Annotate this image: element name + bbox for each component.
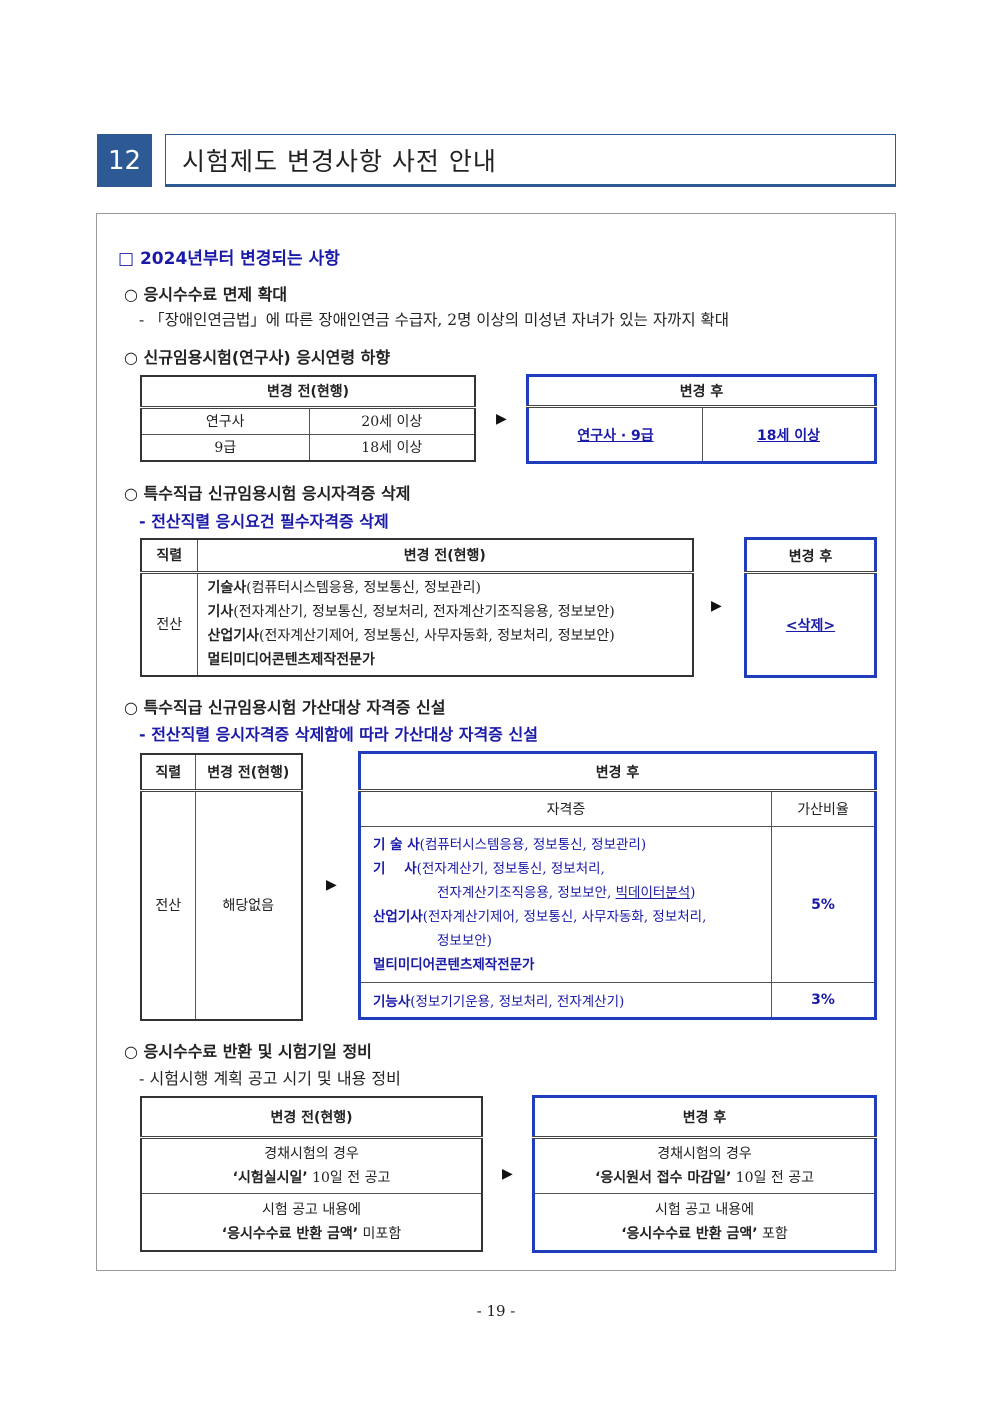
age-before-table: 변경 전(현행) 연구사 20세 이상 9급 18세 이상 xyxy=(140,375,476,462)
item1-heading: ○ 응시수수료 면제 확대 xyxy=(124,285,288,304)
cert-list: 기 술 사(컴퓨터시스템응용, 정보통신, 정보관리) 기 사(전자계산기, 정… xyxy=(359,826,772,983)
rate-cell: 3% xyxy=(771,982,876,1019)
table-header: 직렬 xyxy=(140,753,196,792)
list-item: 산업기사(전자계산기제어, 정보통신, 사무자동화, 정보처리, xyxy=(373,908,707,925)
refund-after-table: 변경 후 경채시험의 경우 ‘응시원서 접수 마감일’ 10일 전 공고 시험 … xyxy=(532,1095,877,1253)
intro-heading: □ 2024년부터 변경되는 사항 xyxy=(118,249,340,269)
table-cell: 경채시험의 경우 ‘시험실시일’ 10일 전 공고 xyxy=(140,1136,483,1194)
table-cell: <삭제> xyxy=(745,572,876,677)
table-cell: 9급 xyxy=(140,433,310,462)
table-subheader: 가산비율 xyxy=(771,790,876,827)
table-subheader: 자격증 xyxy=(359,790,772,827)
section-number: 12 xyxy=(97,134,152,187)
item3-heading: ○ 특수직급 신규임용시험 응시자격증 삭제 xyxy=(124,484,411,503)
table-header: 변경 전(현행) xyxy=(140,1096,483,1139)
item5-heading: ○ 응시수수료 반환 및 시험기일 정비 xyxy=(124,1042,372,1061)
cert-before-table: 직렬 변경 전(현행) 전산 기술사(컴퓨터시스템응용, 정보통신, 정보관리)… xyxy=(140,538,694,677)
table-cell: 경채시험의 경우 ‘응시원서 접수 마감일’ 10일 전 공고 xyxy=(533,1137,876,1194)
table-cell: 전산 xyxy=(140,571,198,677)
table-cell: 시험 공고 내용에 ‘응시수수료 반환 금액’ 포함 xyxy=(533,1193,876,1252)
list-item: 정보보안) xyxy=(437,932,492,949)
item2-heading: ○ 신규임용시험(연구사) 응시연령 하향 xyxy=(124,348,391,367)
item5-subheading: - 시험시행 계획 공고 시기 및 내용 정비 xyxy=(139,1069,401,1088)
arrow-icon: ▶ xyxy=(711,598,722,614)
bonus-after-table: 변경 후 자격증 가산비율 기 술 사(컴퓨터시스템응용, 정보통신, 정보관리… xyxy=(358,751,877,1020)
table-cell: 연구사 · 9급 xyxy=(527,406,703,463)
item4-subheading: - 전산직렬 응시자격증 삭제함에 따라 가산대상 자격증 신설 xyxy=(139,725,538,744)
cert-after-table: 변경 후 <삭제> xyxy=(744,537,877,678)
table-cell: 18세 이상 xyxy=(308,433,476,462)
content-frame xyxy=(96,213,896,1271)
cert-list: 기술사(컴퓨터시스템응용, 정보통신, 정보관리) 기사(전자계산기, 정보통신… xyxy=(196,571,694,677)
section-title: 시험제도 변경사항 사전 안내 xyxy=(165,134,896,187)
table-header: 직렬 xyxy=(140,538,198,574)
table-cell: 시험 공고 내용에 ‘응시수수료 반환 금액’ 미포함 xyxy=(140,1192,483,1252)
table-header: 변경 전(현행) xyxy=(196,538,694,574)
table-cell: 18세 이상 xyxy=(702,406,876,463)
table-header: 변경 후 xyxy=(527,375,876,408)
refund-before-table: 변경 전(현행) 경채시험의 경우 ‘시험실시일’ 10일 전 공고 시험 공고… xyxy=(140,1096,483,1252)
table-header: 변경 전(현행) xyxy=(194,753,303,792)
list-item: 산업기사(전자계산기제어, 정보통신, 사무자동화, 정보처리, 정보보안) xyxy=(207,628,615,645)
table-cell: 20세 이상 xyxy=(308,406,476,435)
arrow-icon: ▶ xyxy=(326,877,337,893)
rate-cell: 5% xyxy=(771,826,876,983)
list-item: 멀티미디어콘텐츠제작전문가 xyxy=(207,652,375,669)
table-cell: 연구사 xyxy=(140,406,310,435)
age-after-table: 변경 후 연구사 · 9급 18세 이상 xyxy=(526,374,877,464)
list-item: 기술사(컴퓨터시스템응용, 정보통신, 정보관리) xyxy=(207,580,481,597)
list-item: 기능사(정보기기운용, 정보처리, 전자계산기) xyxy=(359,982,772,1019)
list-item: 전자계산기조직응용, 정보보안, 빅데이터분석) xyxy=(437,884,696,901)
table-cell: 전산 xyxy=(140,789,196,1021)
table-cell: 해당없음 xyxy=(194,789,303,1021)
page-number: - 19 - xyxy=(476,1302,516,1320)
list-item: 멀티미디어콘텐츠제작전문가 xyxy=(373,956,535,973)
table-header: 변경 후 xyxy=(359,752,876,792)
arrow-icon: ▶ xyxy=(496,411,507,427)
bonus-before-table: 직렬 변경 전(현행) 전산 해당없음 xyxy=(140,753,303,1021)
table-header: 변경 후 xyxy=(533,1096,876,1139)
table-header: 변경 후 xyxy=(745,538,876,574)
item3-subheading: - 전산직렬 응시요건 필수자격증 삭제 xyxy=(139,512,389,531)
list-item: 기 술 사(컴퓨터시스템응용, 정보통신, 정보관리) xyxy=(373,836,647,853)
item1-desc: - 「장애인연금법」에 따른 장애인연금 수급자, 2명 이상의 미성년 자녀가… xyxy=(139,311,730,329)
list-item: 기 사(전자계산기, 정보통신, 정보처리, xyxy=(373,860,605,877)
list-item: 기사(전자계산기, 정보통신, 정보처리, 전자계산기조직응용, 정보보안) xyxy=(207,604,615,621)
table-header: 변경 전(현행) xyxy=(140,375,476,409)
item4-heading: ○ 특수직급 신규임용시험 가산대상 자격증 신설 xyxy=(124,698,446,717)
arrow-icon: ▶ xyxy=(502,1166,513,1182)
